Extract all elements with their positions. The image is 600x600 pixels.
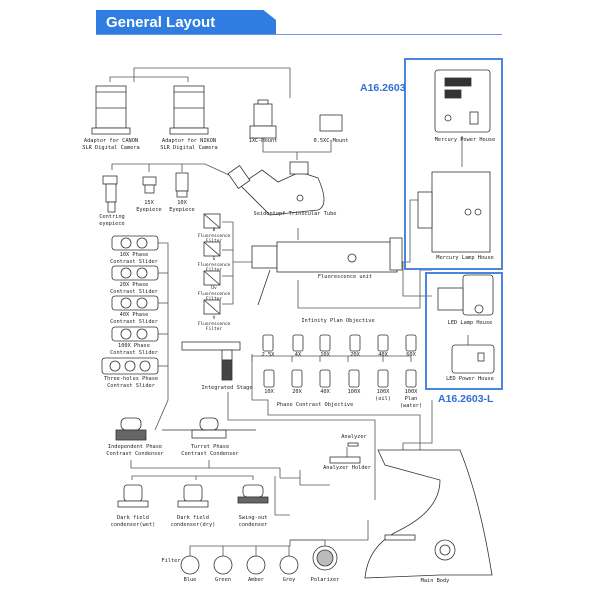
phase-slider-20x-label: 20X Phase Contrast Slider [110,282,158,295]
main-body-label: Main Body [420,578,450,584]
phase-objective-20x: 20X [292,389,302,395]
mercury-model-number: A16.2603 [360,82,406,94]
mercury-power-house-icon [434,69,491,133]
led-power-house-icon [451,344,495,374]
phase-slider-40x-label: 40X Phase Contrast Slider [110,312,158,325]
plan-objective-4x: 4X [294,352,302,358]
phase-slider-icons [101,235,159,375]
analyzer-holder-label: Analyzer Holder [323,465,371,471]
phase-slider-100x-label: 100X Phase Contrast Slider [110,343,158,356]
dark-field-dry-label: Dark field condenser(dry) [170,515,216,528]
c-mount-1x-icon [249,99,277,139]
fluorescence-filter-uv-label: Uv Fluorescence Filter [197,286,231,302]
led-lamp-label: LED Lamp House [447,320,493,326]
integrated-stage-icon [181,341,241,381]
connector-lines [109,67,469,558]
centring-eyepiece-label: Centring eyepiece [99,214,125,227]
filter-grey-label: Grey [282,577,296,583]
c-mount-05x-label: 0.5XC-Mount [313,138,349,144]
swing-out-label: Swing-out condenser [238,515,268,528]
turret-condenser-label: Turret Phase Contrast Condenser [181,444,239,457]
dark-field-wet-label: Dark field condenser(wet) [110,515,156,528]
mercury-power-label: Mercury Power House [434,137,496,143]
fluorescence-filter-v-label: V Fluorescence Filter [197,316,231,332]
filter-blue-label: Blue [183,577,197,583]
nikon-adaptor-label: Adaptor for NIKON SLR Digital Camera [160,138,218,151]
analyzer-icon [329,442,361,464]
fluorescence-unit-label: Fluorescence unit [317,274,373,280]
plan-objective-title: Infinity Plan Objective [301,318,375,324]
led-model-number: A16.2603-L [438,393,494,405]
page-title: General Layout Diagram [96,10,276,35]
c-mount-05x-icon [319,114,343,132]
trinocular-label: Seidentopf Trinocular Tube [253,211,337,217]
objective-icons [262,334,417,388]
phase-objective-100x-oil: 100X (oil) [375,389,391,402]
phase-objective-100x-water: 100X Plan (water) [399,389,423,409]
trinocular-tube-icon [227,161,325,216]
eyepiece-15x-icon [142,176,157,194]
canon-adaptor-label: Adaptor for CANON SLR Digital Camera [82,138,140,151]
plan-objective-40x: 40X [378,352,388,358]
header-divider [96,34,502,35]
swing-out-condenser-icon [237,484,269,504]
fluorescence-filter-icons [203,213,221,315]
fluorescence-unit-icon [251,237,403,306]
mercury-kit-box [404,58,503,270]
filter-green-label: Green [215,577,231,583]
main-body-icon [364,449,493,579]
independent-condenser-icon [115,417,147,441]
plan-objective-10x: 10X [320,352,330,358]
component-drawings [91,69,495,579]
filter-amber-label: Amber [248,577,264,583]
led-kit-box [425,272,503,390]
phase-slider-three-holes-label: Three-holes Phase Contrast Slider [103,376,159,389]
eyepiece-10x-icon [175,172,189,198]
filter-label: Filter [161,558,181,564]
phase-objective-100x: 100X [347,389,361,395]
mercury-lamp-house-icon [417,171,491,253]
polarizer-label: Polarizer [310,577,340,583]
eyepiece-10x-label: 10X Eyepiece [169,200,195,213]
led-lamp-house-icon [437,274,494,316]
led-power-label: LED Power House [446,376,494,382]
turret-condenser-icon [162,417,256,439]
dark-field-dry-icon [177,484,209,508]
analyzer-label: Analyzer [341,434,367,440]
fluorescence-filter-g-label: G Fluorescence Filter [197,257,231,273]
canon-adaptor-icon [91,85,131,135]
filter-icons [180,545,338,575]
dark-field-wet-icon [117,484,149,508]
c-mount-1x-label: 1XC-Mount [248,138,278,144]
plan-objective-60x: 60X [406,352,416,358]
eyepiece-15x-label: 15X Eyepiece [136,200,162,213]
centring-eyepiece-icon [102,175,118,213]
fluorescence-filter-b-label: B Fluorescence Filter [197,228,231,244]
phase-objective-40x: 40X [320,389,330,395]
integrated-stage-label: Integrated Stage [201,385,253,391]
mercury-lamp-label: Mercury Lamp House [436,255,494,261]
phase-objective-10x: 10X [264,389,274,395]
independent-condenser-label: Independent Phase Contrast Condenser [106,444,164,457]
plan-objective-20x: 20X [350,352,360,358]
nikon-adaptor-icon [169,85,209,135]
phase-objective-title: Phase Contrast Objective [276,402,354,408]
plan-objective-2.5x: 2.5X [261,352,275,358]
phase-slider-10x-label: 10X Phase Contrast Slider [110,252,158,265]
